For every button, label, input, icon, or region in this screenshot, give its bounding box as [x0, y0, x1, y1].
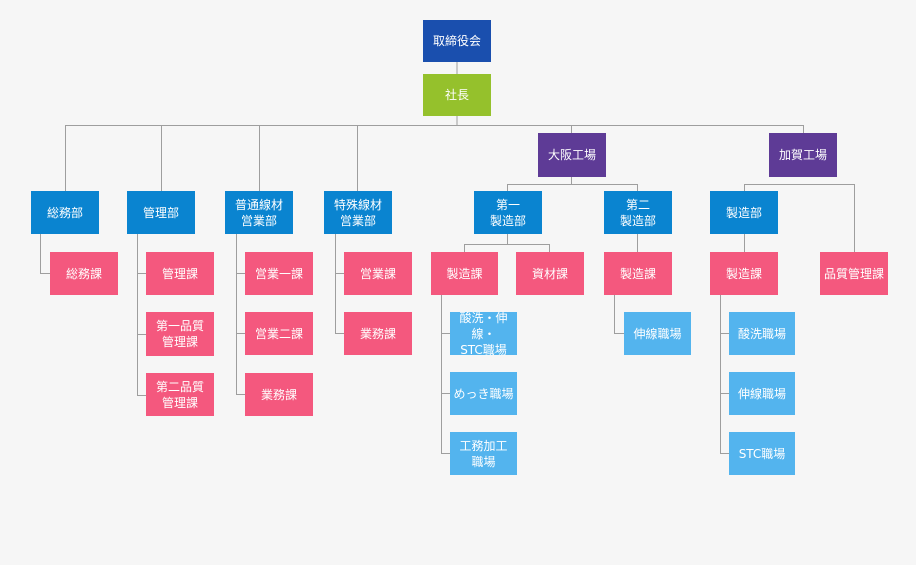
special-wire-sales-dept-box: 特殊線材 営業部: [324, 191, 392, 234]
management-dept-box: 管理部: [127, 191, 195, 234]
president-box: 社長: [423, 74, 491, 116]
general-affairs-section-box: 総務課: [50, 252, 118, 295]
kaga-manufacturing-section-box: 製造課: [710, 252, 778, 295]
plating-workplace-box: めっき職場: [450, 372, 517, 415]
processing-workplace-box: 工務加工 職場: [450, 432, 517, 475]
sales-section-2-box: 営業二課: [245, 312, 313, 355]
wire-drawing-workplace-a-box: 伸線職場: [624, 312, 691, 355]
pickling-workplace-box: 酸洗職場: [729, 312, 795, 355]
first-quality-control-section-box: 第一品質 管理課: [146, 312, 214, 356]
kaga-manufacturing-dept-box: 製造部: [710, 191, 778, 234]
second-quality-control-section-box: 第二品質 管理課: [146, 373, 214, 416]
second-manufacturing-dept-box: 第二 製造部: [604, 191, 672, 234]
kaga-factory-box: 加賀工場: [769, 133, 837, 177]
first-manufacturing-dept-box: 第一 製造部: [474, 191, 542, 234]
board-of-directors-box: 取締役会: [423, 20, 491, 62]
osaka-manufacturing-section-box: 製造課: [431, 252, 498, 295]
pickling-drawing-stc-workplace-box: 酸洗・伸線・ STC職場: [450, 311, 517, 357]
sales-section-1-box: 営業一課: [245, 252, 313, 295]
quality-control-section-box: 品質管理課: [820, 252, 888, 295]
management-section-box: 管理課: [146, 252, 214, 295]
materials-section-box: 資材課: [516, 252, 584, 295]
stc-workplace-box: STC職場: [729, 432, 795, 475]
general-affairs-dept-box: 総務部: [31, 191, 99, 234]
osaka-factory-box: 大阪工場: [538, 133, 606, 177]
ordinary-wire-sales-dept-box: 普通線材 営業部: [225, 191, 293, 234]
business-section-a-box: 業務課: [245, 373, 313, 416]
wire-drawing-workplace-b-box: 伸線職場: [729, 372, 795, 415]
second-manufacturing-section-box: 製造課: [604, 252, 672, 295]
business-section-b-box: 業務課: [344, 312, 412, 355]
sales-section-box: 営業課: [344, 252, 412, 295]
